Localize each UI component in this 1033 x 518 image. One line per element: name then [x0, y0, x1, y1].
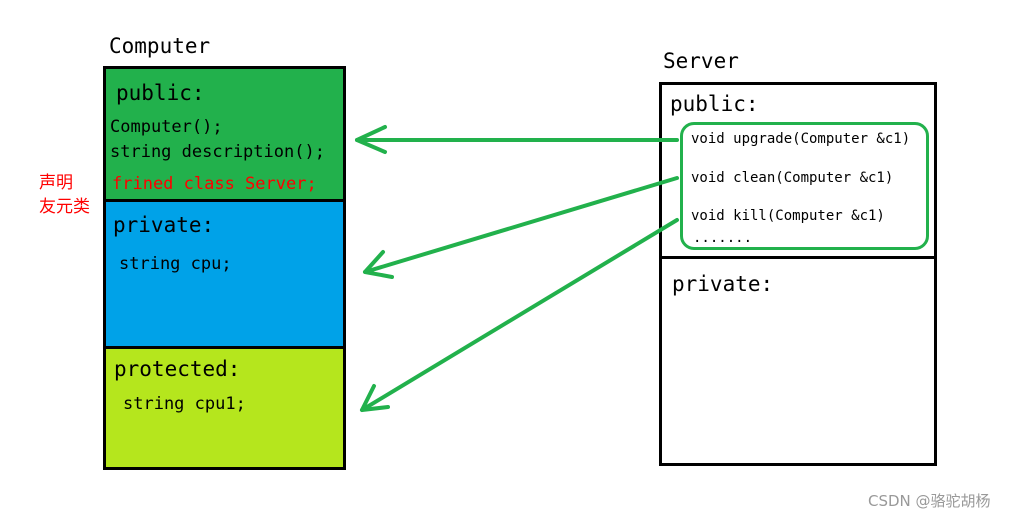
server-public-section: public:	[659, 82, 937, 259]
friend-annotation-line2: 友元类	[39, 197, 90, 217]
arrowhead-protected	[360, 384, 390, 412]
computer-description-method: string description();	[110, 142, 325, 162]
methods-highlight	[680, 122, 929, 250]
computer-public-section: public: Computer(); string description()…	[103, 66, 346, 202]
friend-annotation-line1: 声明	[39, 173, 73, 193]
computer-protected-section: protected: string cpu1;	[103, 346, 346, 470]
server-private-label: private:	[672, 272, 774, 296]
friend-class-declaration: frined class Server;	[112, 174, 317, 194]
clean-method: void clean(Computer &c1)	[691, 170, 894, 186]
more-methods-ellipsis: .......	[693, 230, 753, 246]
arrowhead-private	[363, 250, 394, 279]
arrow-to-private	[363, 176, 679, 274]
arrow-to-protected	[360, 218, 679, 412]
computer-private-section: private: string cpu;	[103, 199, 346, 349]
computer-private-member: string cpu;	[119, 254, 232, 274]
server-private-section: private:	[659, 256, 937, 466]
friend-annotation: 声明 友元类	[39, 171, 90, 219]
computer-protected-label: protected:	[114, 357, 241, 381]
computer-title: Computer	[109, 34, 211, 58]
computer-public-label: public:	[116, 81, 205, 105]
upgrade-method: void upgrade(Computer &c1)	[691, 131, 911, 147]
computer-constructor: Computer();	[110, 117, 223, 137]
server-public-label: public:	[670, 92, 759, 116]
server-title: Server	[663, 49, 739, 73]
kill-method: void kill(Computer &c1)	[691, 208, 885, 224]
arrowhead-public	[355, 125, 387, 154]
csdn-watermark: CSDN @骆驼胡杨	[868, 492, 991, 510]
computer-private-label: private:	[113, 213, 215, 237]
computer-protected-member: string cpu1;	[123, 394, 246, 414]
